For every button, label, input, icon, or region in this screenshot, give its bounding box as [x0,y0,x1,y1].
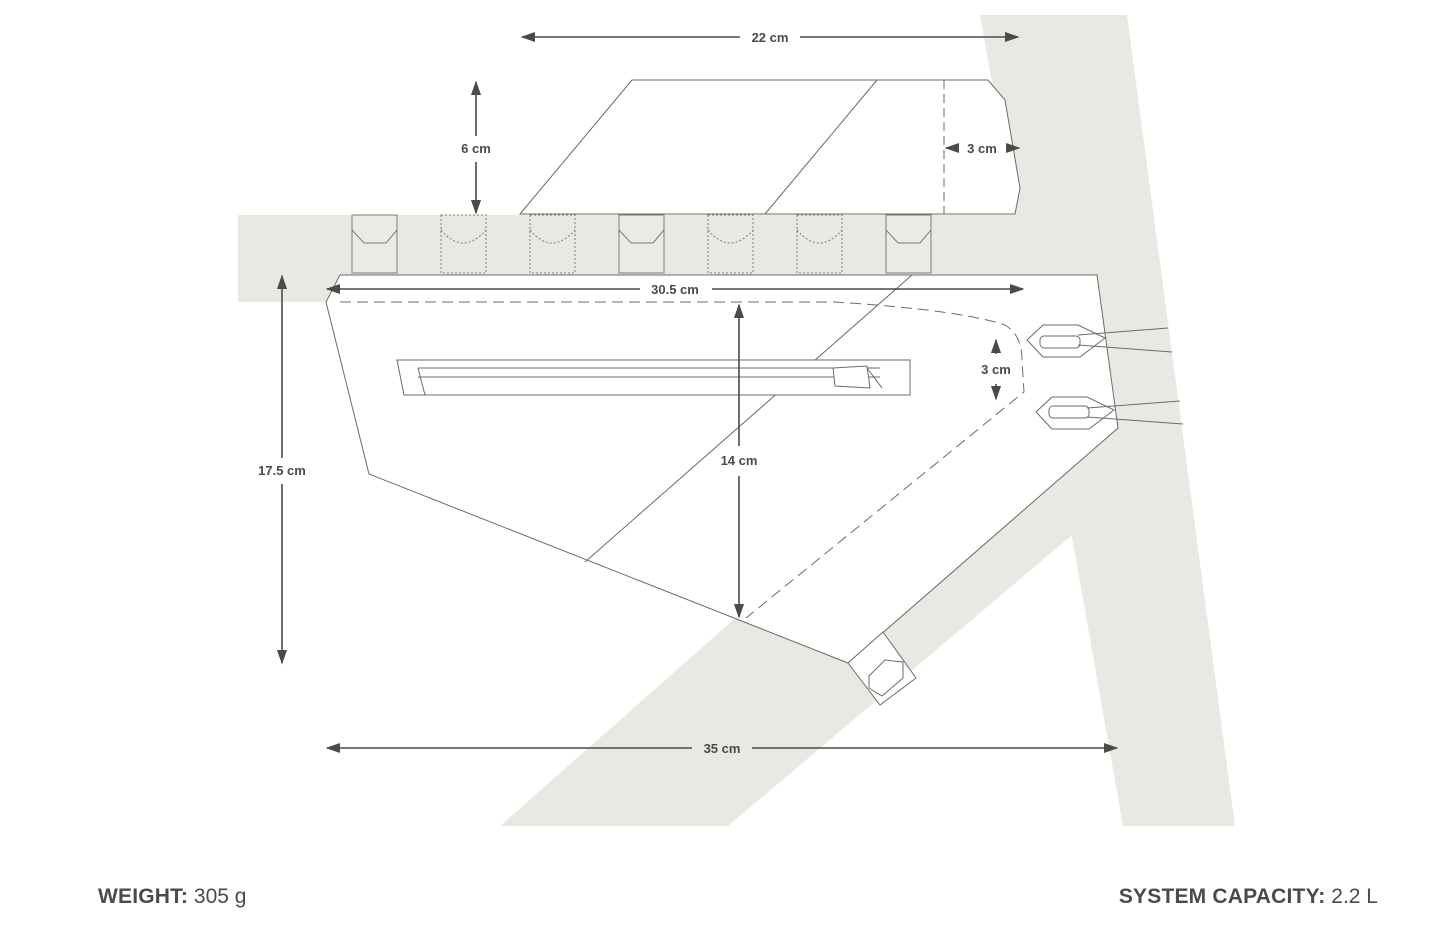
label-inner-height: 14 cm [721,453,758,468]
strap-dotted [796,214,843,274]
strap-dotted [440,214,487,274]
label-main-height: 17.5 cm [258,463,306,478]
zipper [396,359,911,396]
top-bag-seam [764,79,878,215]
capacity-spec: SYSTEM CAPACITY: 2.2 L [1119,885,1378,909]
strap-dotted [707,214,754,274]
main-frame-bag [325,274,1119,664]
dimension-labels: 22 cm 6 cm 3 cm 30.5 cm 17.5 cm 14 cm 3 … [258,30,1011,756]
zipper-pull [832,365,871,389]
strap-solid [351,214,398,274]
main-bag-body [325,274,1119,664]
strap-solid [885,214,932,274]
velcro-straps [351,214,932,274]
bottle-mounts [1026,324,1184,430]
bottle-mount-lower [1035,396,1184,430]
strap-solid [618,214,665,274]
weight-value: 305 g [193,885,247,908]
label-total-width: 35 cm [704,741,741,756]
bottle-mount-upper [1026,324,1173,358]
down-tube-strap [847,631,917,706]
strap-dotted [529,214,576,274]
main-bag-dashed-outline [340,301,1025,619]
label-bottle-gap: 3 cm [981,362,1011,377]
capacity-value: 2.2 L [1331,885,1378,908]
dimension-lines [276,31,1119,754]
label-top-height: 6 cm [461,141,491,156]
weight-label: WEIGHT: [98,885,189,908]
capacity-label: SYSTEM CAPACITY: [1118,885,1326,908]
top-tube-bag [518,79,1021,215]
top-bag-body [518,79,1021,215]
label-top-offset: 3 cm [967,141,997,156]
weight-spec: WEIGHT: 305 g [98,885,246,909]
main-bag-seam [584,274,913,563]
label-top-width: 22 cm [752,30,789,45]
label-main-width: 30.5 cm [651,282,699,297]
